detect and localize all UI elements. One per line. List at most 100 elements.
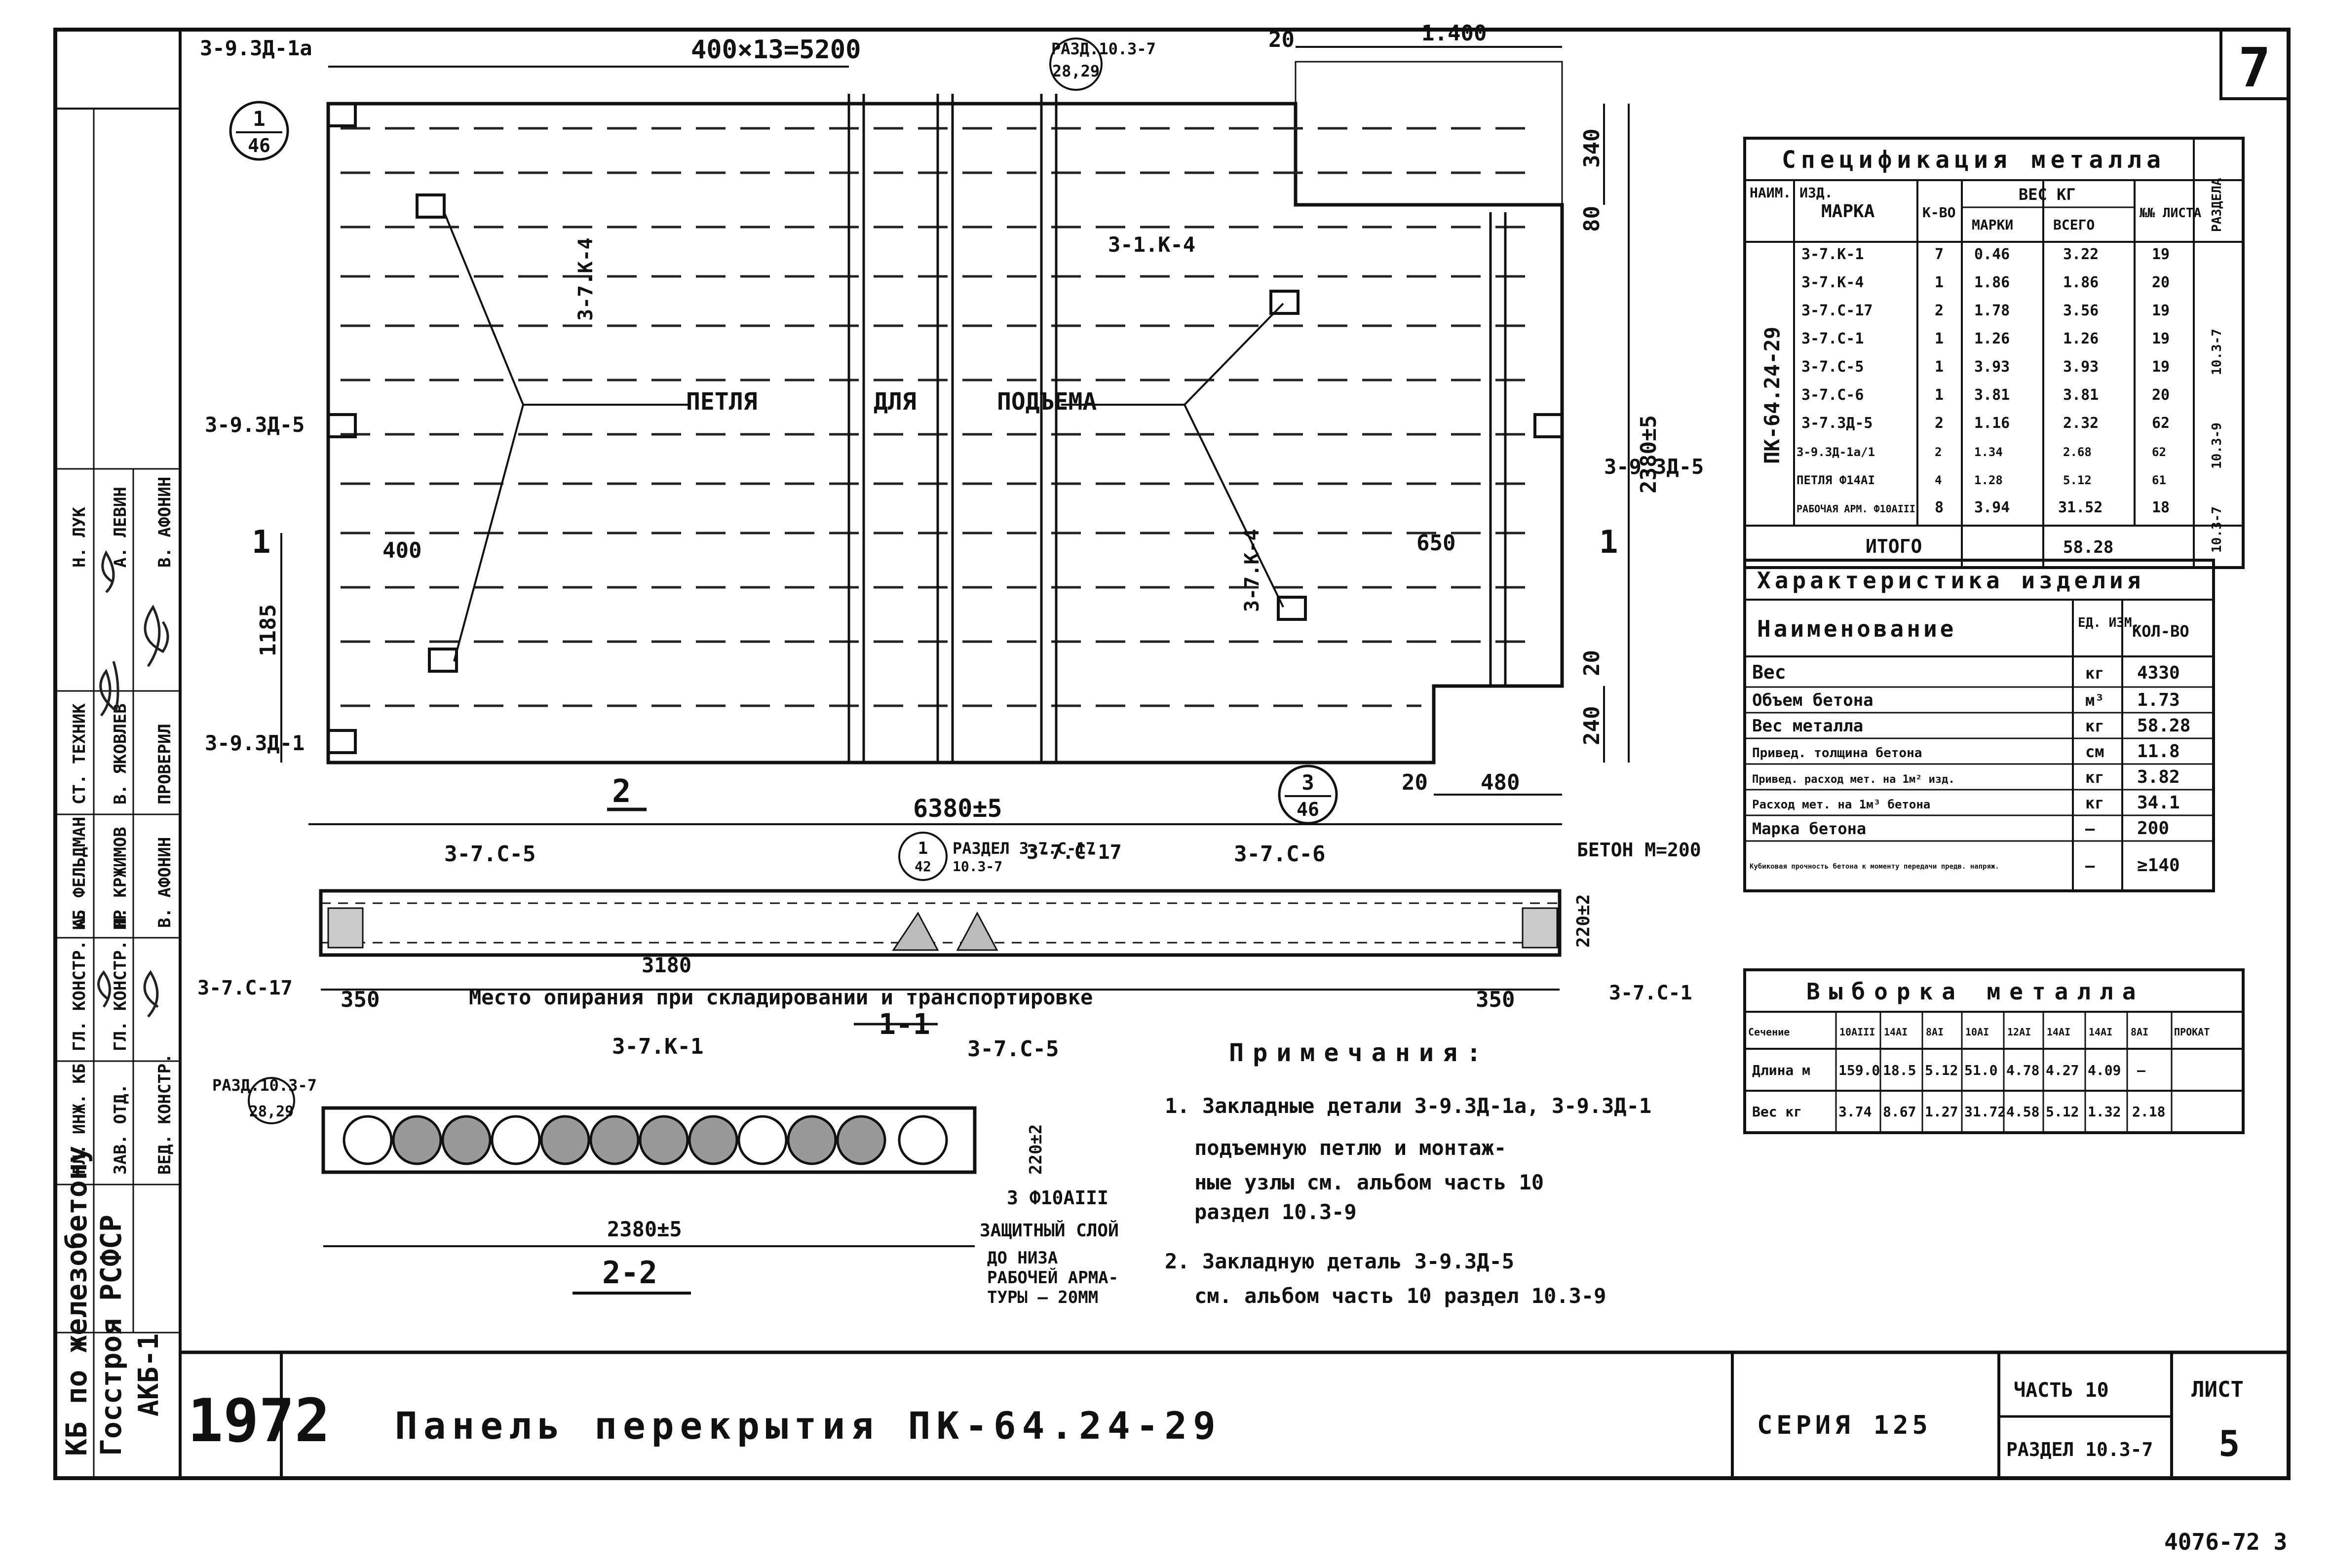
svg-text:8.67: 8.67 bbox=[1883, 1104, 1916, 1120]
section-2-2-width: 2380±5 bbox=[607, 1217, 682, 1241]
spec-h-weight: ВЕС КГ bbox=[2019, 185, 2076, 204]
part-k4-vertical: 3-7.К-4 bbox=[574, 237, 597, 321]
strip-album: АКБ-1 bbox=[133, 1333, 165, 1416]
strip-name-5: В. ЯКОВЛЕВ bbox=[111, 703, 130, 804]
callout-top-num: 1 bbox=[253, 107, 265, 131]
callout-bottom-sheet: 46 bbox=[1297, 799, 1319, 820]
svg-text:1: 1 bbox=[1935, 274, 1944, 291]
svg-text:Вес: Вес bbox=[1752, 661, 1786, 683]
svg-text:1.16: 1.16 bbox=[1974, 415, 2010, 432]
section-1-1-outline bbox=[319, 889, 1562, 957]
svg-text:Марка бетона: Марка бетона bbox=[1752, 819, 1866, 838]
plan-verticals bbox=[847, 94, 1507, 763]
section-1-1-left-label: 3-7.С-17 bbox=[197, 977, 293, 999]
svg-text:61: 61 bbox=[2152, 473, 2166, 487]
svg-text:2.32: 2.32 bbox=[2063, 415, 2099, 432]
svg-text:5.12: 5.12 bbox=[1925, 1062, 1958, 1078]
left-strip-grid bbox=[55, 109, 180, 1478]
section-1-1-height: 220±2 bbox=[1573, 894, 1594, 948]
callout-bottom-circle bbox=[1278, 765, 1338, 825]
metal-selection-title: Выборка металла bbox=[1806, 978, 2144, 1005]
svg-text:РАБОЧАЯ АРМ. Ф10АIII: РАБОЧАЯ АРМ. Ф10АIII bbox=[1797, 503, 1915, 515]
section-1-1-right-label: 3-7.С-1 bbox=[1609, 982, 1692, 1004]
signatures bbox=[97, 550, 169, 1018]
title-text: Панель перекрытия ПК-64.24-29 bbox=[395, 1404, 1222, 1448]
svg-text:3-7.ЗД-5: 3-7.ЗД-5 bbox=[1801, 415, 1873, 432]
svg-text:Привед. расход мет. на 1м² изд: Привед. расход мет. на 1м² изд. bbox=[1752, 773, 1955, 786]
svg-text:1: 1 bbox=[1935, 330, 1944, 347]
svg-text:1: 1 bbox=[1935, 386, 1944, 404]
dim-total-length: 6380±5 bbox=[913, 794, 1002, 823]
strip-org-line-2: Госстроя РСФСР bbox=[94, 1215, 128, 1456]
title-series: СЕРИЯ 125 bbox=[1757, 1411, 1932, 1440]
strip-org-line-1: КБ по железобетону bbox=[60, 1146, 93, 1456]
svg-text:3.93: 3.93 bbox=[2063, 358, 2099, 376]
note-1-line-4: раздел 10.3-9 bbox=[1194, 1200, 1357, 1224]
svg-text:159.0: 159.0 bbox=[1838, 1062, 1880, 1078]
spec-row: РАБОЧАЯ АРМ. Ф10АIII 8 3.94 31.52 18 bbox=[1797, 499, 2170, 516]
loop-label-2: ДЛЯ bbox=[874, 388, 917, 416]
section-1-1-dim-3180: 3180 bbox=[642, 953, 691, 977]
spec-section-ref-3: 10.3-7 bbox=[2210, 506, 2224, 553]
svg-text:—: — bbox=[2085, 856, 2095, 875]
strip-name-7: В. АФОНИН bbox=[155, 837, 175, 928]
svg-text:3-7.С-5: 3-7.С-5 bbox=[1801, 358, 1864, 376]
part-zd1-bottom: 3-9.ЗД-1 bbox=[205, 731, 305, 755]
svg-text:31.72: 31.72 bbox=[1964, 1104, 2006, 1120]
section-2-2-rebar: 3 Ф10АIII bbox=[1007, 1187, 1109, 1209]
dim-340: 340 bbox=[1579, 129, 1605, 168]
spec-h-name: НАИМ. ИЗД. bbox=[1750, 185, 1833, 201]
section-2-2-callout-sheet: 28,29 bbox=[249, 1103, 294, 1120]
svg-text:Длина м: Длина м bbox=[1752, 1062, 1810, 1078]
section-2-2-cover-note-3: ТУРЫ – 20ММ bbox=[987, 1288, 1098, 1307]
section-2-2-cover-note-1: ДО НИЗА bbox=[987, 1248, 1058, 1268]
strip-role-6: СТ. ТЕХНИК bbox=[70, 703, 89, 804]
svg-text:2.68: 2.68 bbox=[2063, 445, 2092, 459]
section-1-1-support-note: Место опирания при складировании и транс… bbox=[469, 985, 1093, 1009]
svg-text:3.56: 3.56 bbox=[2063, 302, 2099, 319]
svg-text:3-7.К-1: 3-7.К-1 bbox=[1801, 246, 1864, 263]
svg-text:2: 2 bbox=[1935, 302, 1944, 319]
dim-1185: 1185 bbox=[256, 604, 281, 656]
title-year: 1972 bbox=[188, 1387, 330, 1455]
spec-total-value: 58.28 bbox=[2063, 537, 2113, 557]
svg-text:8АI: 8АI bbox=[1926, 1026, 1944, 1038]
metal-selection-row-length: Длина м 159.0 18.5 5.12 51.0 4.78 4.27 4… bbox=[1752, 1062, 2145, 1078]
strip-name-3: А. ФЕЛЬДМАН bbox=[70, 817, 89, 928]
spec-h-sheet: №№ ЛИСТА bbox=[2140, 206, 2202, 221]
callout-rad-ref: РАЗД.10.3-7 bbox=[1051, 39, 1156, 58]
embedded-parts bbox=[327, 102, 1564, 754]
spec-row: 3-7.С-17 2 1.78 3.56 19 bbox=[1801, 302, 2170, 319]
svg-text:3-7.С-1: 3-7.С-1 bbox=[1801, 330, 1864, 347]
dim-650: 650 bbox=[1416, 531, 1455, 556]
svg-text:3.94: 3.94 bbox=[1974, 499, 2010, 516]
sheet-number: 7 bbox=[2238, 36, 2271, 99]
svg-text:10АIII: 10АIII bbox=[1839, 1026, 1875, 1038]
svg-text:19: 19 bbox=[2152, 246, 2170, 263]
section-1-1-concrete: БЕТОН М=200 bbox=[1577, 839, 1701, 861]
dim-20-a: 20 bbox=[1268, 27, 1295, 52]
svg-text:14АI: 14АI bbox=[1884, 1026, 1908, 1038]
svg-text:8: 8 bbox=[1935, 499, 1944, 516]
svg-text:31.52: 31.52 bbox=[2058, 499, 2103, 516]
dim-240: 240 bbox=[1579, 706, 1605, 745]
section-2-2-k-label: 3-7.К-1 bbox=[612, 1034, 703, 1059]
spec-h-w-total: ВСЕГО bbox=[2053, 217, 2095, 233]
section-2-2-cover-label: ЗАЩИТНЫЙ СЛОЙ bbox=[980, 1220, 1119, 1241]
spec-row: 3-9.ЗД-1а/1 2 1.34 2.68 62 bbox=[1797, 445, 2166, 459]
part-zd5-right: 3-9.ЗД-5 bbox=[1604, 455, 1704, 479]
char-h-unit: ЕД. ИЗМ. bbox=[2078, 615, 2140, 630]
svg-text:200: 200 bbox=[2137, 818, 2169, 839]
svg-text:3.81: 3.81 bbox=[1974, 386, 2010, 404]
spec-section-ref-1: 10.3-7 bbox=[2210, 329, 2224, 375]
hollow-cores bbox=[343, 1115, 948, 1165]
spec-h-w-mark: МАРКИ bbox=[1972, 217, 2013, 233]
svg-text:≥140: ≥140 bbox=[2137, 855, 2180, 876]
svg-text:7: 7 bbox=[1935, 246, 1944, 263]
note-1-line-2: подъемную петлю и монтаж- bbox=[1194, 1136, 1506, 1160]
spec-row: 3-7.К-1 7 0.46 3.22 19 bbox=[1801, 246, 2170, 263]
